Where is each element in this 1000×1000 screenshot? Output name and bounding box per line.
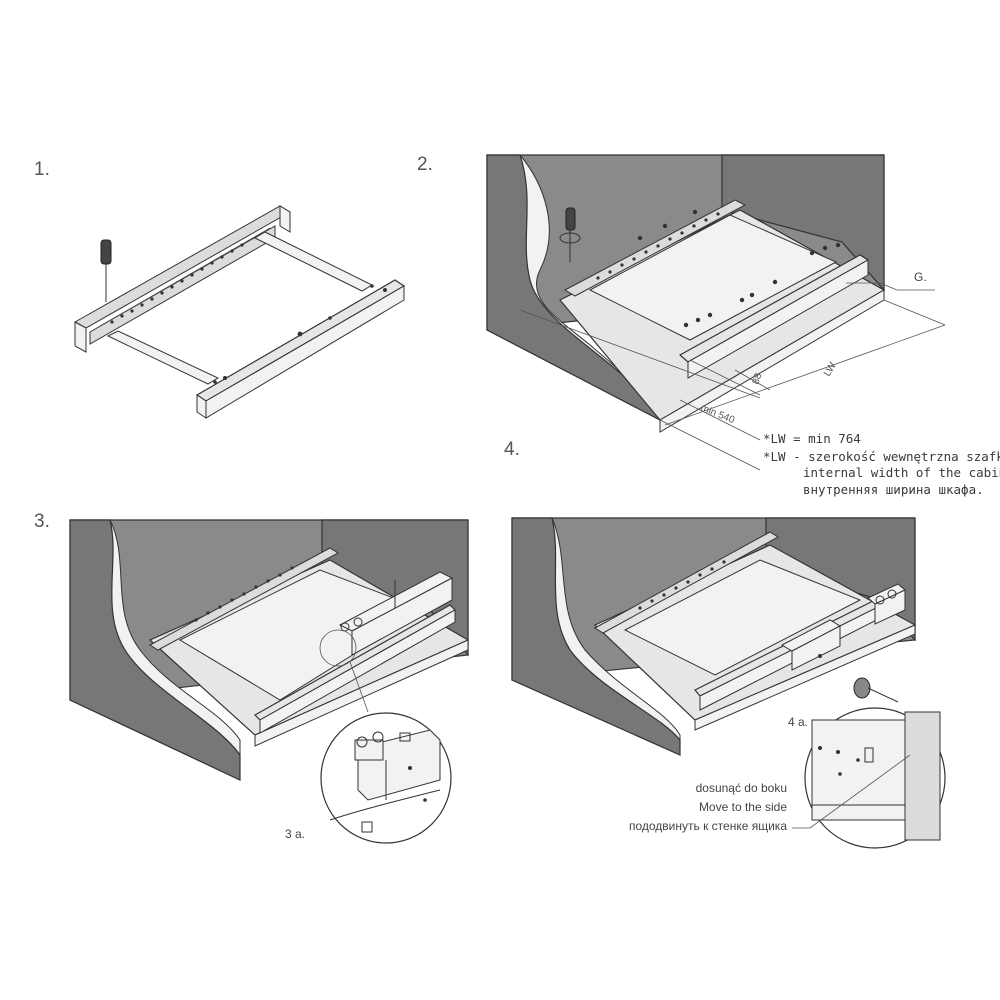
step-4-label: 4.	[504, 439, 520, 460]
dimension-lines	[519, 299, 946, 471]
step-1-front-rail	[195, 279, 406, 402]
step-1-frame-drawing	[73, 205, 406, 419]
callout-g-leader	[846, 282, 935, 291]
lw-notes: *LW = min 764 *LW - szerokość wewnętrzna…	[763, 431, 1000, 497]
lw-note-4: внутренняя ширина шкафа.	[803, 482, 984, 497]
step-1-back-rail	[73, 205, 291, 329]
screw-icon	[853, 677, 899, 703]
side-note-ru: пододвинуть к стенке ящика	[629, 819, 787, 833]
screwdriver-icon-step-2	[559, 207, 581, 262]
step-4-leader-line	[792, 754, 911, 829]
side-note-en: Move to the side	[699, 800, 787, 814]
step-4-cabinet-drawing	[511, 517, 946, 849]
step-1-left-crossbar	[106, 330, 220, 385]
side-note-pl: dosunąć do boku	[696, 781, 787, 795]
dimension-88: 88	[750, 371, 764, 386]
step-3-detail-label: 3 a.	[285, 827, 305, 841]
step-2-label: 2.	[417, 154, 433, 175]
lw-note-3: internal width of the cabinet	[803, 465, 1000, 480]
step-2-cabinet-drawing: G. 88 LW min 540	[486, 154, 946, 471]
callout-g: G.	[914, 270, 927, 284]
step-4-side-notes: dosunąć do boku Move to the side пододви…	[629, 781, 787, 833]
step-1-right-crossbar	[253, 231, 374, 292]
lw-note-2: *LW - szerokość wewnętrzna szafki	[763, 449, 1000, 464]
step-3-label: 3.	[34, 511, 50, 532]
step-4-detail-label: 4 a.	[788, 715, 808, 729]
lw-note-1: *LW = min 764	[763, 431, 861, 446]
step-1-label: 1.	[34, 159, 50, 180]
screwdriver-icon	[100, 239, 112, 302]
dimension-lw: LW	[822, 360, 839, 378]
step-3-cabinet-drawing	[69, 519, 470, 844]
